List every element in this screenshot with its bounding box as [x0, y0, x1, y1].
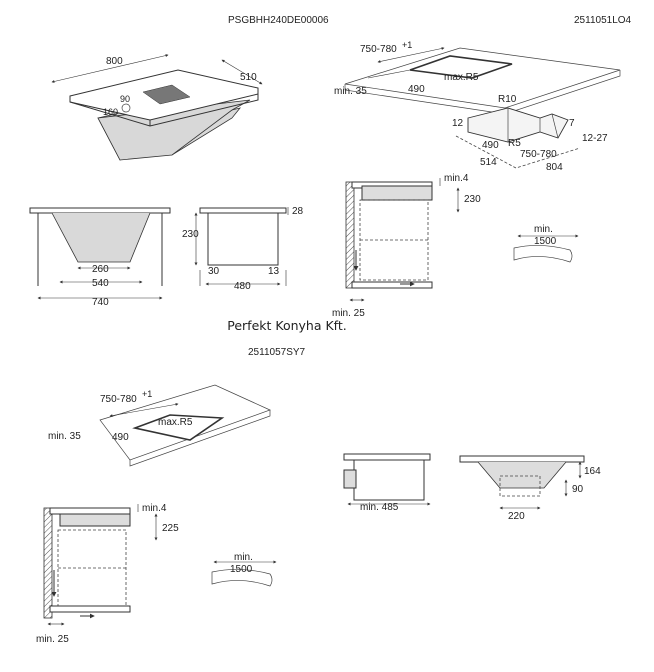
- cutout-diagram-top: 750-780 +1 max.R5 min. 35 490: [334, 40, 621, 115]
- dim-hob-width: 800: [106, 56, 123, 67]
- duct-750-780: 750-780: [520, 149, 557, 160]
- dim-side-28: 28: [292, 206, 304, 217]
- air-min: min.: [534, 224, 553, 235]
- dim-side-230: 230: [182, 229, 199, 240]
- duct-diagram: R10 12 7 12-27 490 R5 750-780 514 804: [452, 94, 608, 173]
- power-icon: [121, 103, 131, 113]
- b-air-min: min.: [234, 552, 253, 563]
- hob-front-view: 260 540 740: [29, 207, 171, 308]
- dim-angle: 90: [120, 94, 130, 104]
- doc-code-mid: 2511057SY7: [248, 347, 306, 358]
- air-1500: 1500: [534, 236, 557, 247]
- model-code: PSGBHH240DE00006: [228, 15, 329, 26]
- hob-isometric-view: 800 510 90 160: [51, 54, 263, 161]
- b-225: 225: [162, 523, 179, 534]
- dim-front-740: 740: [92, 297, 109, 308]
- dim-hob-depth: 510: [240, 72, 257, 83]
- cut-490: 490: [408, 84, 425, 95]
- dim-side-30: 30: [208, 266, 220, 277]
- duct-804: 804: [546, 162, 563, 173]
- duct-514: 514: [480, 157, 497, 168]
- m-220: 220: [508, 511, 525, 522]
- b-min4: min.4: [142, 503, 167, 514]
- air-clearance-bottom: min. 1500: [211, 552, 277, 587]
- cut-maxr5: max.R5: [444, 72, 479, 83]
- b-min25: min. 25: [36, 634, 69, 645]
- cab-min25: min. 25: [332, 308, 365, 319]
- company-name: Perfekt Konyha Kft.: [227, 318, 347, 333]
- duct-12-27: 12-27: [582, 133, 608, 144]
- duct-7: 7: [569, 118, 575, 129]
- b-maxr5: max.R5: [158, 417, 193, 428]
- b-490: 490: [112, 432, 129, 443]
- dim-side-480: 480: [234, 281, 251, 292]
- b-air-1500: 1500: [230, 564, 253, 575]
- duct-r10: R10: [498, 94, 517, 105]
- dim-front-260: 260: [92, 264, 109, 275]
- dim-side-13: 13: [268, 266, 280, 277]
- cut-750-780: 750-780: [360, 44, 397, 55]
- doc-code-right: 2511051LO4: [574, 15, 632, 26]
- cut-min35: min. 35: [334, 86, 367, 97]
- duct-490: 490: [482, 140, 499, 151]
- b-750-780: 750-780: [100, 394, 137, 405]
- m-90: 90: [572, 484, 584, 495]
- cab-min4: min.4: [444, 173, 469, 184]
- duct-r5: R5: [508, 138, 521, 149]
- cabinet-section-bottom: min.4 225 min. 25: [36, 503, 179, 645]
- cutout-diagram-bottom: 750-780 +1 max.R5 min. 35 490: [48, 384, 271, 467]
- motor-unit-front: 164 90 220: [459, 455, 601, 522]
- m-164: 164: [584, 466, 601, 477]
- duct-12: 12: [452, 118, 464, 129]
- dim-front-540: 540: [92, 278, 109, 289]
- dim-160: 160: [103, 107, 118, 117]
- cabinet-section-top: min.4 230 min. 25: [332, 173, 481, 319]
- cab-230: 230: [464, 194, 481, 205]
- air-clearance-top: min. 1500: [513, 224, 579, 263]
- motor-unit-side: min. 485: [343, 453, 431, 513]
- hob-side-view: 28 230 30 13 480: [182, 206, 304, 292]
- b-sup: +1: [142, 389, 152, 399]
- m-min485: min. 485: [360, 502, 399, 513]
- cut-sup: +1: [402, 40, 412, 50]
- b-min35: min. 35: [48, 431, 81, 442]
